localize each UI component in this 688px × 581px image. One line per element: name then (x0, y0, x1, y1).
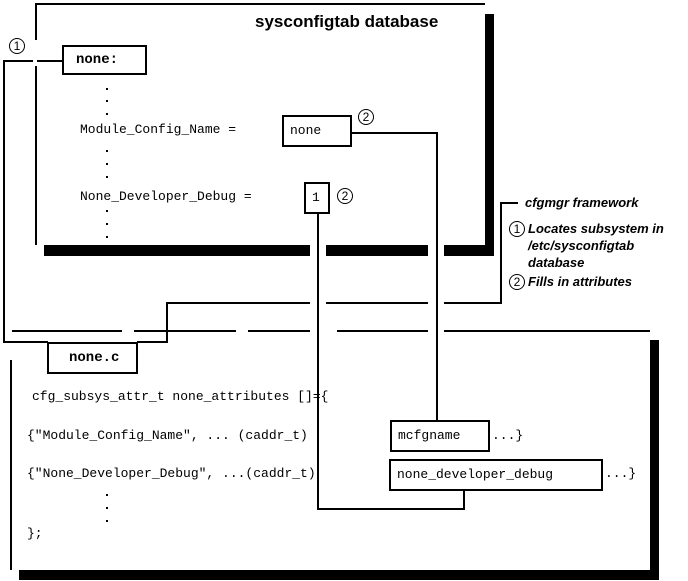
ellipsis-dot (106, 236, 108, 238)
code-row1-var: mcfgname (390, 420, 490, 452)
gap (325, 328, 337, 334)
connector-line (168, 302, 502, 304)
connector-line (317, 508, 465, 510)
file-label: none.c (47, 342, 138, 374)
code-row2-prefix: {"None_Developer_Debug", ...(caddr_t) (27, 466, 316, 481)
legend-step2: Fills in attributes (528, 274, 633, 289)
gap (33, 40, 37, 66)
marker-two-icon: 2 (358, 109, 374, 125)
ellipsis-dot (106, 520, 108, 522)
code-row1-suffix: ...} (492, 428, 524, 443)
ellipsis-dot (106, 176, 108, 178)
connector-line (3, 341, 48, 343)
attr-none-developer-debug-value: 1 (304, 182, 330, 214)
marker-one-icon: 1 (9, 38, 25, 54)
legend-step1-db: database (528, 255, 585, 270)
code-row2-var: none_developer_debug (389, 459, 603, 491)
panel-edge (35, 66, 37, 244)
code-row1-prefix: {"Module_Config_Name", ... (caddr_t) (27, 428, 308, 443)
ellipsis-dot (106, 163, 108, 165)
connector-line (436, 330, 438, 422)
code-close: }; (27, 526, 43, 541)
ellipsis-dot (106, 223, 108, 225)
database-title: sysconfigtab database (255, 12, 439, 31)
attr-module-config-name-value: none (282, 115, 352, 147)
marker-two-icon: 2 (337, 188, 353, 204)
connector-line (500, 202, 502, 304)
attr-none-developer-debug: None_Developer_Debug = (80, 189, 252, 204)
ellipsis-dot (106, 100, 108, 102)
connector-line (3, 60, 5, 342)
connector-line (137, 341, 168, 343)
panel-edge (35, 3, 37, 40)
gap (122, 328, 134, 334)
marker-one-icon: 1 (509, 221, 525, 237)
ellipsis-dot (106, 88, 108, 90)
ellipsis-dot (106, 507, 108, 509)
connector-line (463, 490, 465, 510)
connector-line (317, 330, 319, 510)
gap (10, 330, 12, 360)
attr-module-config-name: Module_Config_Name = (80, 122, 237, 137)
database-panel-body (35, 3, 485, 245)
legend-title: cfgmgr framework (525, 195, 639, 210)
code-row2-suffix: ...} (605, 466, 637, 481)
ellipsis-dot (106, 150, 108, 152)
legend-step1: Locates subsystem in (528, 221, 664, 236)
marker-two-icon: 2 (509, 274, 525, 290)
connector-line (352, 132, 438, 134)
ellipsis-dot (106, 113, 108, 115)
gap (236, 328, 248, 334)
stanza-label: none: (62, 45, 147, 75)
connector-line (436, 132, 438, 422)
ellipsis-dot (106, 210, 108, 212)
connector-line (500, 202, 518, 204)
code-decl: cfg_subsys_attr_t none_attributes []={ (32, 389, 329, 404)
connector-line (166, 302, 168, 342)
ellipsis-dot (106, 494, 108, 496)
legend-step1-path: /etc/sysconfigtab (528, 238, 635, 253)
